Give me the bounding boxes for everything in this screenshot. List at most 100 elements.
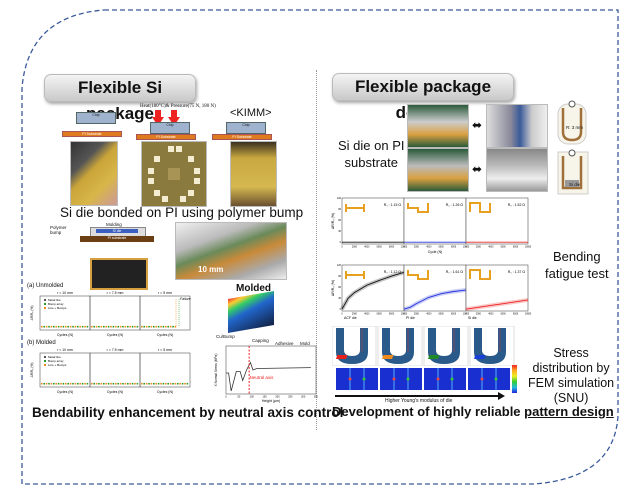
x-tick-label: 0 xyxy=(465,314,467,316)
x-tick-label: 2000 xyxy=(352,314,358,316)
data-point xyxy=(157,325,160,328)
data-point xyxy=(186,382,189,385)
x-tick-label: 10000 xyxy=(463,314,470,316)
x-tick-label: 4000 xyxy=(426,247,432,249)
die-marker xyxy=(335,355,348,359)
x-tick-label: 2000 xyxy=(352,247,358,249)
xsec-after: Chip PI Substrate xyxy=(212,122,272,140)
data-point xyxy=(131,325,134,328)
data-point xyxy=(136,325,139,328)
si-die-layer: Si die xyxy=(96,229,138,233)
radius-label: r = 5 mm xyxy=(158,348,172,352)
data-point xyxy=(100,325,103,328)
data-point xyxy=(143,382,145,385)
legend-marker xyxy=(44,360,46,362)
y-axis-label: ΔR/R₀ (%) xyxy=(331,213,335,229)
stress-line-2: distribution by xyxy=(532,361,610,375)
x-tick-label: 0 xyxy=(341,247,343,249)
data-point xyxy=(43,382,45,385)
data-point xyxy=(72,325,74,328)
bending-label-line1: Bending xyxy=(552,249,601,264)
data-point xyxy=(160,325,162,328)
strain-hotspot xyxy=(450,377,454,381)
x-tick-label: 2000 xyxy=(414,247,420,249)
failure-label: Failure xyxy=(180,297,191,301)
sample-photo-1 xyxy=(407,104,469,148)
x-tick-label: 6000 xyxy=(377,247,383,249)
substrate-block: PI Substrate xyxy=(62,131,122,137)
radius-label: r = 7.5 mm xyxy=(107,291,124,295)
layer-label-capping: Capping xyxy=(252,338,269,343)
data-point xyxy=(79,382,81,385)
stress-line xyxy=(226,361,311,392)
data-point xyxy=(107,382,110,385)
x-tick-label: 4000 xyxy=(364,314,370,316)
legend-marker xyxy=(44,299,46,301)
x-tick-label: 4000 xyxy=(426,314,432,316)
molding-diagram: Molding Si die PI substrate xyxy=(72,222,158,290)
molded-label: (b) Molded xyxy=(27,340,56,346)
strain-map xyxy=(468,368,510,390)
u-bend-schematic xyxy=(557,100,589,195)
x-tick-label: 10000 xyxy=(401,314,408,316)
x-tick-label: 0 xyxy=(465,247,467,249)
data-point xyxy=(84,325,86,328)
resistance-label: R₀ : 1.37 Ω xyxy=(508,270,526,274)
radius-label: r = 10 mm xyxy=(57,291,73,295)
modulus-arrow-line xyxy=(335,395,500,397)
molded-chip-photo xyxy=(90,258,148,290)
bending-fatigue-label: Bending fatigue test xyxy=(545,248,609,282)
outer-frame xyxy=(14,8,626,486)
polymer-bump-label: Polymer bump xyxy=(50,225,67,235)
panel-frame xyxy=(139,352,191,388)
resistance-label: R₀ : 1.12 Ω xyxy=(384,270,402,274)
panel-frame xyxy=(89,295,141,331)
data-point xyxy=(124,325,127,328)
data-point xyxy=(131,382,134,385)
data-point xyxy=(57,382,60,385)
si-die-label: Si die on PI substrate xyxy=(338,137,405,171)
x-tick-label: 200 xyxy=(275,396,280,399)
strain-map xyxy=(336,368,378,390)
data-point xyxy=(74,325,77,328)
series-line xyxy=(341,271,405,310)
x-tick-label: 8000 xyxy=(451,314,457,316)
data-point xyxy=(53,325,55,328)
data-point xyxy=(41,382,43,385)
y-tick-label: 90 xyxy=(338,208,341,211)
y-tick-label: 120 xyxy=(337,197,342,200)
y-tick-label: 0 xyxy=(340,241,342,244)
x-tick-label: 8000 xyxy=(389,247,395,249)
pressure-arrow-icon xyxy=(168,110,180,126)
colorbar xyxy=(512,365,517,393)
data-point xyxy=(145,325,148,328)
data-point xyxy=(77,382,79,385)
data-point xyxy=(67,382,69,385)
x-tick-label: 0 xyxy=(225,396,227,399)
pi-substrate-layer: PI substrate xyxy=(80,236,154,242)
x-tick-label: 8000 xyxy=(389,314,395,316)
process-step-label: Heat(180°C)& Pressure(75 N, 180 N) xyxy=(140,104,216,109)
chip-block: Chip xyxy=(76,112,116,124)
data-point xyxy=(48,325,50,328)
data-point xyxy=(167,382,169,385)
strain-hotspot xyxy=(494,377,498,381)
data-point xyxy=(157,382,160,385)
substrate-block: PI Substrate xyxy=(212,134,272,140)
x-tick-label: 10000 xyxy=(525,247,532,249)
bump-pattern-photo xyxy=(141,141,207,207)
data-point xyxy=(50,382,53,385)
bonding-caption: Si die bonded on PI using polymer bump xyxy=(60,205,304,220)
layer-label-mold: Mold xyxy=(300,341,310,346)
scale-label: 10 mm xyxy=(198,265,224,274)
data-point xyxy=(84,382,86,385)
data-point xyxy=(153,382,155,385)
data-point xyxy=(103,325,105,328)
data-point xyxy=(110,382,112,385)
bent-closeup-photo-2 xyxy=(486,148,548,192)
data-point xyxy=(67,325,69,328)
data-point xyxy=(60,382,62,385)
data-point xyxy=(181,382,184,385)
